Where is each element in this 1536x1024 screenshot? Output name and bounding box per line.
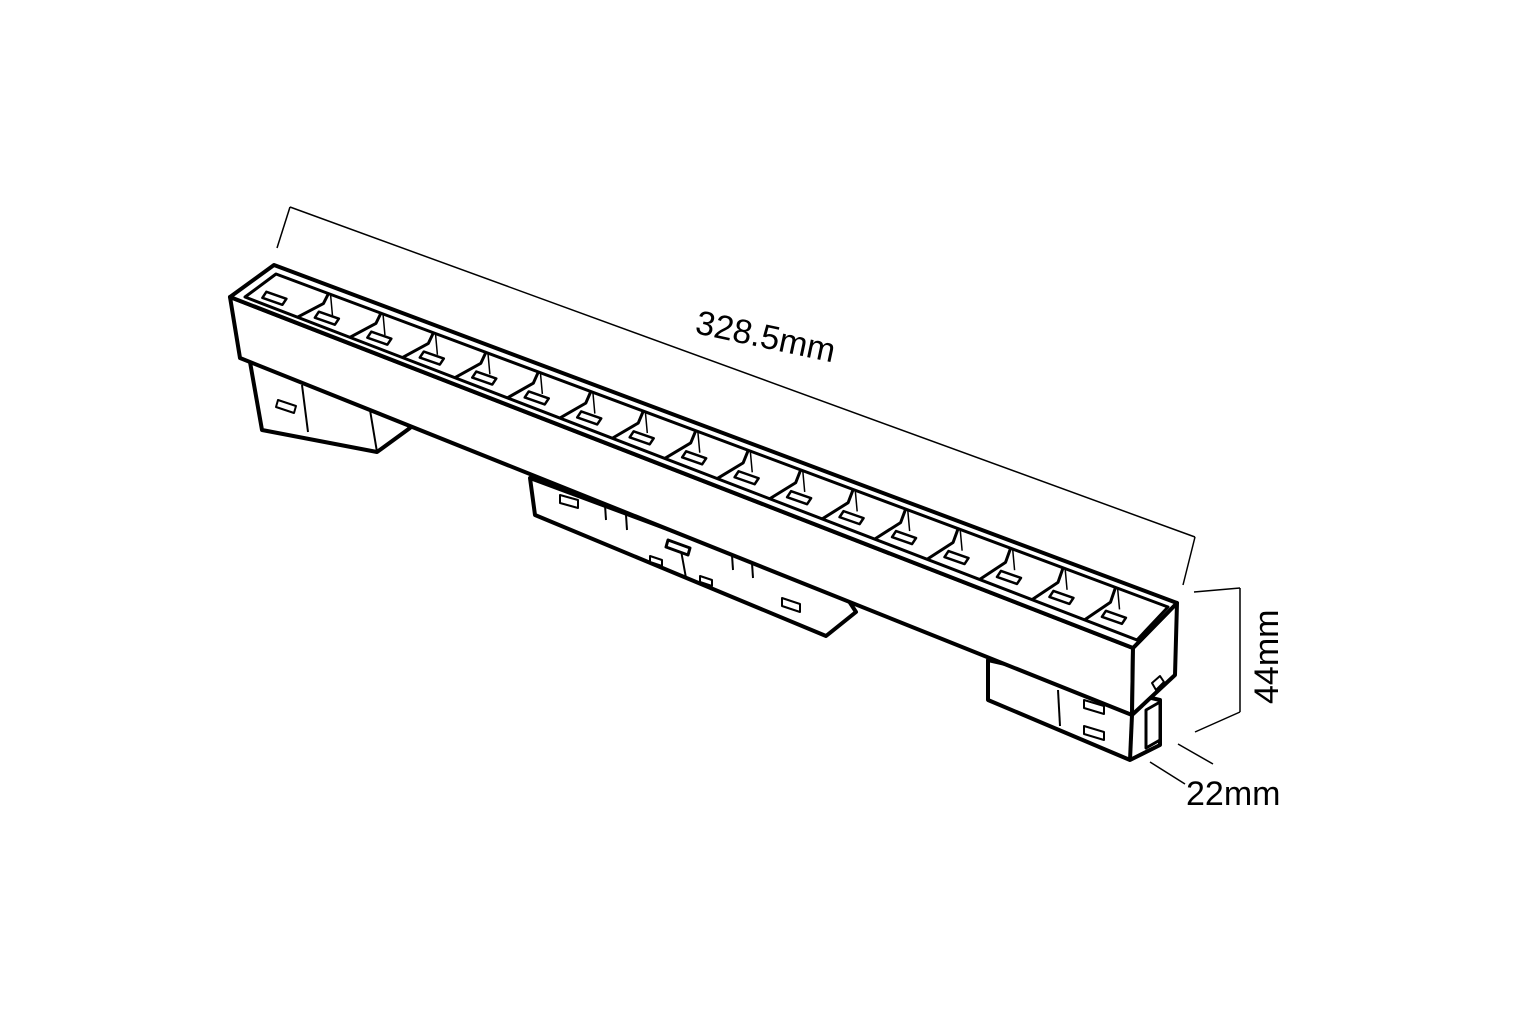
width-dimension-line: [1149, 761, 1186, 785]
cell-divider: [559, 390, 593, 420]
cell-wall: [487, 352, 491, 375]
length-label: 328.5mm: [692, 304, 839, 371]
lens-cells: [261, 290, 1128, 626]
cell-divider: [454, 351, 488, 380]
cell-floor: [995, 569, 1023, 586]
cell-divider: [716, 449, 750, 480]
cell-divider: [1031, 567, 1065, 601]
cell-wall: [906, 508, 911, 532]
cell-floor: [523, 390, 550, 406]
cell-floor: [733, 469, 760, 486]
luminaire-body: [228, 263, 1179, 762]
cell-wall: [801, 469, 806, 492]
cell-divider: [506, 371, 540, 400]
cell-wall: [1011, 548, 1016, 571]
cell-wall: [749, 450, 753, 473]
cell-wall: [592, 391, 596, 414]
cell-wall: [959, 528, 963, 551]
cell-divider: [1083, 586, 1117, 622]
cell-floor: [943, 549, 970, 566]
cell-wall: [854, 489, 858, 512]
cell-divider: [663, 430, 698, 460]
cell-wall: [382, 313, 386, 336]
cell-floor: [471, 370, 498, 386]
cell-floor: [838, 509, 865, 526]
cell-floor: [313, 310, 341, 326]
cell-wall: [1116, 587, 1121, 610]
middle-driver-module: [528, 476, 858, 638]
cell-floor: [628, 430, 655, 446]
cell-divider: [401, 332, 435, 359]
cell-divider: [978, 547, 1013, 581]
cell-floor: [575, 410, 603, 426]
cell-floor: [1048, 589, 1075, 606]
cell-wall: [434, 332, 439, 355]
cell-divider: [768, 469, 803, 501]
cell-divider: [873, 508, 908, 541]
width-label: 22mm: [1186, 775, 1280, 813]
height-dimension-line: [1193, 587, 1241, 593]
cell-floor: [366, 330, 393, 346]
cell-floor: [680, 450, 708, 466]
bar-front-face: [228, 295, 1135, 717]
length-dimension-line: [289, 206, 1196, 538]
cell-wall: [1064, 567, 1068, 590]
cell-divider: [611, 410, 645, 440]
cell-floor: [418, 350, 446, 366]
cell-floor: [1100, 609, 1128, 626]
cell-wall: [329, 293, 334, 316]
height-label: 44mm: [1248, 610, 1286, 704]
cell-wall: [697, 430, 701, 453]
cell-floor: [785, 489, 813, 506]
cell-wall: [644, 411, 649, 434]
cell-divider: [296, 292, 330, 319]
cell-divider: [349, 312, 383, 339]
cell-divider: [926, 528, 960, 561]
connector-clip: [1144, 700, 1162, 750]
cell-divider: [821, 488, 855, 521]
cell-floor: [890, 529, 918, 546]
cell-floor: [261, 290, 288, 307]
cell-wall: [539, 371, 544, 395]
dimension-lines: [276, 206, 1241, 785]
